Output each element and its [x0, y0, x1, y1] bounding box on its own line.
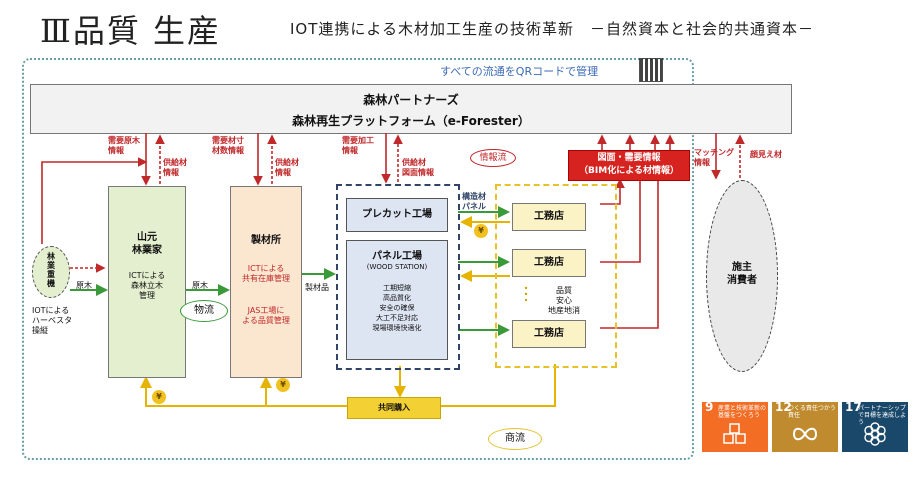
- bim-line1: 図面・需要情報: [597, 153, 661, 163]
- sdg-17-icon: 17 パートナーシップで目標を達成しよう: [842, 400, 908, 452]
- supply-chain-frame: [22, 58, 694, 460]
- qr-note: すべての流通をQRコードで管理: [440, 65, 599, 78]
- forest-note: ICTによる 森林立木 管理: [128, 271, 166, 300]
- info-flow-oval: 情報流: [470, 149, 516, 167]
- label-demand-raw: 需要原木 情報: [108, 136, 140, 155]
- infinity-icon: [792, 427, 818, 441]
- yen-icon: ¥: [152, 390, 166, 404]
- qr-code-icon: [639, 58, 663, 82]
- sdg-12-number: 12: [775, 400, 792, 414]
- label-lumber: 製材品: [305, 283, 329, 292]
- platform-band: 森林パートナーズ 森林再生プラットフォーム（e-Forester）: [30, 84, 792, 134]
- sdg-12-icon: 12 つくる責任つかう責任: [772, 400, 838, 452]
- label-visible-timber: 顔見え材: [750, 150, 782, 159]
- factory-group: [336, 184, 460, 370]
- yen-icon: ¥: [276, 378, 290, 392]
- yen-icon: ¥: [474, 224, 488, 238]
- label-matching: マッチング 情報: [694, 148, 734, 167]
- panel-title: パネル工場: [372, 251, 422, 262]
- consumer-title: 施主 消費者: [727, 262, 757, 286]
- joint-purchase-box: 共同購入: [347, 397, 441, 419]
- forestry-machine-node: 林 業 重 機: [32, 246, 70, 298]
- platform-name: 森林パートナーズ: [363, 93, 459, 107]
- sdg-9-icon: 9 産業と技術革新の基盤をつくろう: [702, 400, 768, 452]
- label-raw-wood-2: 原木: [192, 281, 208, 290]
- forest-owner-node: 山元 林業家 ICTによる 森林立木 管理: [108, 186, 186, 378]
- label-demand-lumber: 需要材寸 材数情報: [212, 136, 244, 155]
- logistics-oval: 物流: [180, 300, 228, 322]
- page-title: Ⅲ品質 生産: [40, 12, 222, 50]
- machine-note: IOTによる ハーベスタ 操縦: [32, 306, 73, 335]
- sawmill-title: 製材所: [251, 235, 281, 246]
- forest-title: 山元 林業家: [132, 232, 162, 256]
- page-subtitle: IOT連携による木材加工生産の技術革新 －自然資本と社会的共通資本－: [290, 20, 814, 38]
- label-supply-3: 供給材 図面情報: [402, 158, 434, 177]
- label-quality: 品質 安心 地産地消: [548, 286, 580, 315]
- label-supply-2: 供給材 情報: [275, 158, 299, 177]
- label-demand-processing: 需要加工 情報: [342, 136, 374, 155]
- sawmill-note2: JAS工場に よる品質管理: [242, 306, 290, 325]
- label-supply-1: 供給材 情報: [163, 158, 187, 177]
- sdg-9-number: 9: [705, 400, 714, 414]
- cubes-icon: [723, 423, 746, 444]
- panel-factory-node: パネル工場 (WOOD STATION) 工期短縮 高品質化 安全の確保 大工不…: [346, 240, 448, 360]
- sdg-17-text: パートナーシップで目標を達成しよう: [858, 405, 907, 426]
- sdg-9-text: 産業と技術革新の基盤をつくろう: [718, 405, 767, 419]
- sawmill-note1: ICTによる 共有在庫管理: [242, 264, 290, 283]
- bim-info-box: 図面・需要情報 （BIM化による材情報）: [568, 150, 690, 181]
- bim-line2: （BIM化による材情報）: [579, 166, 679, 176]
- commerce-oval: 商流: [488, 428, 542, 450]
- platform-system: 森林再生プラットフォーム（e-Forester）: [292, 114, 530, 128]
- builder-group: [495, 184, 617, 368]
- precut-factory-node: プレカット工場: [346, 198, 448, 232]
- flower-icon: [864, 422, 886, 446]
- machine-label: 林 業 重 機: [47, 252, 55, 288]
- label-structural-panel: 構造材 パネル: [462, 192, 486, 211]
- label-raw-wood-1: 原木: [76, 281, 92, 290]
- builder-node-3: 工務店: [512, 320, 586, 348]
- builder-node-1: 工務店: [512, 203, 586, 231]
- sdg-12-text: つくる責任つかう責任: [788, 405, 836, 419]
- sdg-17-number: 17: [845, 400, 862, 414]
- sawmill-node: 製材所 ICTによる 共有在庫管理 JAS工場に よる品質管理: [230, 186, 302, 378]
- panel-sub: (WOOD STATION): [366, 263, 428, 271]
- panel-notes: 工期短縮 高品質化 安全の確保 大工不足対応 現場環境快適化: [372, 284, 422, 332]
- builder-node-2: 工務店: [512, 249, 586, 277]
- consumer-node: 施主 消費者: [706, 180, 778, 372]
